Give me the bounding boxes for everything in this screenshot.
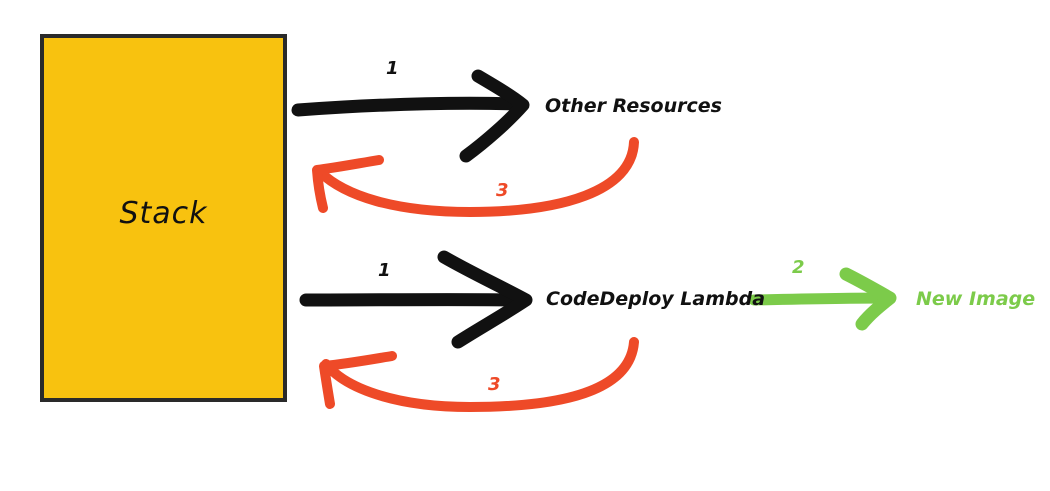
node-new-image: New Image [916,288,1036,310]
step-label-new-image: 2 [792,257,805,278]
stack-box: Stack [40,34,287,402]
step-label-other-resources: 1 [386,58,399,79]
step-label-lambda-return: 3 [488,374,501,395]
step-label-other-resources-return: 3 [496,180,509,201]
arrow-stack-to-other-resources [291,69,530,163]
arrow-codedeploy-lambda-to-new-image [748,267,897,331]
arrow-stack-to-codedeploy-lambda [299,250,533,349]
arrow-other-resources-to-stack [312,137,639,217]
arrow-codedeploy-lambda-to-stack [319,337,639,412]
node-codedeploy-lambda: CodeDeploy Lambda [546,288,766,310]
node-other-resources: Other Resources [545,95,722,117]
step-label-codedeploy-lambda: 1 [378,260,391,281]
stack-label: Stack [119,196,208,231]
